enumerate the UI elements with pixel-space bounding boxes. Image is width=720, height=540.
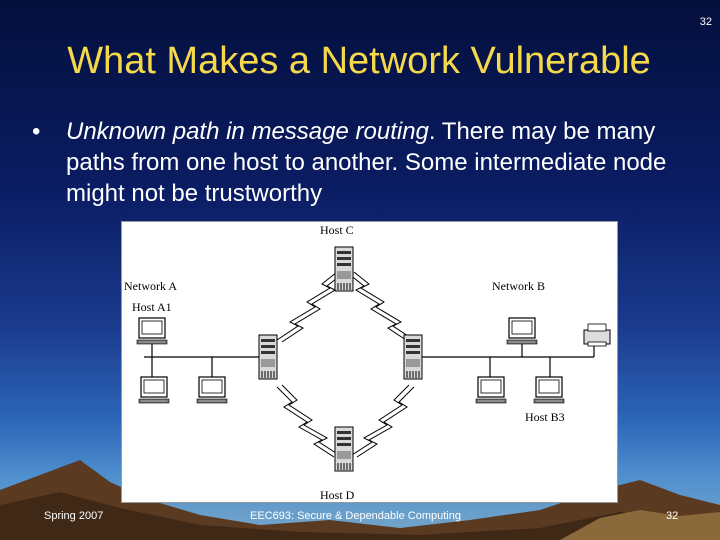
slide-title: What Makes a Network Vulnerable [67, 40, 651, 82]
label-host-a1: Host A1 [132, 300, 172, 314]
label-host-c: Host C [320, 223, 354, 237]
router-a-server-icon [258, 334, 278, 380]
slide-number-top: 32 [699, 16, 712, 28]
label-host-b3: Host B3 [525, 410, 565, 424]
bullet-marker: • [32, 118, 41, 145]
pc-a3-icon [196, 376, 228, 404]
footer-slide-number: 32 [666, 510, 679, 522]
host-a1-pc-icon [136, 317, 168, 345]
bullet-point: • Unknown path in message routing. There… [32, 116, 692, 209]
host-d-server-icon [334, 426, 354, 472]
bullet-text: Unknown path in message routing. There m… [66, 116, 692, 209]
pc-b2-icon [475, 376, 507, 404]
lan-lines [144, 344, 595, 377]
pc-b1-icon [506, 317, 538, 345]
label-network-a: Network A [124, 279, 177, 293]
bullet-rest: . There may be many paths from one host … [66, 118, 667, 207]
footer-course: EEC693: Secure & Dependable Computing [250, 510, 461, 522]
network-diagram: Host C Network A Host A1 Network B Host … [121, 221, 618, 503]
bullet-italic-phrase: Unknown path in message routing [66, 118, 429, 145]
pc-a2-icon [138, 376, 170, 404]
printer-icon [583, 323, 611, 347]
label-network-b: Network B [492, 279, 545, 293]
network-diagram-svg: Host C Network A Host A1 Network B Host … [124, 223, 611, 502]
host-b3-pc-icon [533, 376, 565, 404]
mountain-background [0, 460, 720, 540]
router-b-server-icon [403, 334, 423, 380]
footer-date: Spring 2007 [44, 510, 104, 522]
host-c-server-icon [334, 246, 354, 292]
label-host-d: Host D [320, 488, 355, 502]
wan-links [276, 271, 415, 458]
